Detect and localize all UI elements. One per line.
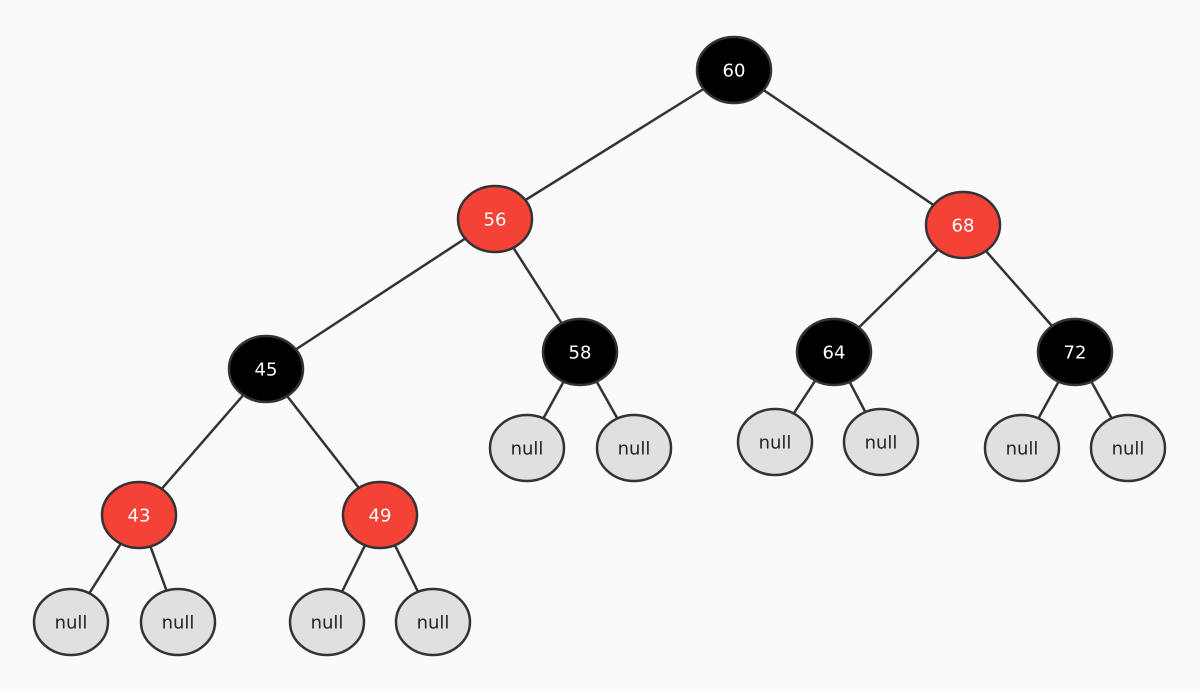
edge-n60-n56 bbox=[494, 68, 735, 221]
node-label: null bbox=[417, 613, 450, 634]
node-circle-null bbox=[488, 413, 566, 483]
node-circle-black bbox=[695, 35, 773, 105]
node-label: 72 bbox=[1064, 343, 1087, 364]
node-label: 49 bbox=[369, 506, 392, 527]
node-circle-null bbox=[736, 407, 814, 477]
node-circle-black bbox=[795, 317, 873, 387]
node-circle-null bbox=[842, 407, 920, 477]
node-circle-black bbox=[1036, 317, 1114, 387]
tree-node-n43: 43 bbox=[100, 480, 178, 550]
node-circle-null bbox=[1089, 413, 1167, 483]
tree-node-null64l: null bbox=[736, 407, 814, 477]
tree-node-n68: 68 bbox=[924, 190, 1002, 260]
node-label: null bbox=[759, 433, 792, 454]
node-circle-red bbox=[456, 184, 534, 254]
node-label: null bbox=[311, 613, 344, 634]
node-label: null bbox=[865, 433, 898, 454]
node-circle-black bbox=[541, 317, 619, 387]
node-label: 45 bbox=[255, 360, 278, 381]
tree-node-null43r: null bbox=[139, 587, 217, 657]
node-circle-null bbox=[595, 413, 673, 483]
node-label: null bbox=[162, 613, 195, 634]
tree-node-null64r: null bbox=[842, 407, 920, 477]
node-circle-red bbox=[100, 480, 178, 550]
tree-node-null58l: null bbox=[488, 413, 566, 483]
tree-node-n72: 72 bbox=[1036, 317, 1114, 387]
node-circle-null bbox=[983, 413, 1061, 483]
node-label: 58 bbox=[569, 343, 592, 364]
node-circle-red bbox=[924, 190, 1002, 260]
node-label: null bbox=[55, 613, 88, 634]
tree-node-n58: 58 bbox=[541, 317, 619, 387]
node-circle-null bbox=[394, 587, 472, 657]
tree-node-n49: 49 bbox=[341, 480, 419, 550]
node-label: 43 bbox=[128, 506, 151, 527]
tree-node-null49r: null bbox=[394, 587, 472, 657]
tree-node-null58r: null bbox=[595, 413, 673, 483]
node-circle-red bbox=[341, 480, 419, 550]
node-label: null bbox=[1006, 439, 1039, 460]
node-label: 60 bbox=[723, 61, 746, 82]
tree-node-null72l: null bbox=[983, 413, 1061, 483]
tree-node-null43l: null bbox=[32, 587, 110, 657]
node-label: 68 bbox=[952, 216, 975, 237]
tree-nodes: 60 56 68 45 58 64 72 43 49 null null null null null nu… bbox=[32, 35, 1167, 657]
node-circle-black bbox=[227, 334, 305, 404]
tree-node-n56: 56 bbox=[456, 184, 534, 254]
tree-node-n45: 45 bbox=[227, 334, 305, 404]
node-circle-null bbox=[288, 587, 366, 657]
node-circle-null bbox=[32, 587, 110, 657]
edge-n56-n45 bbox=[265, 217, 496, 371]
tree-node-n64: 64 bbox=[795, 317, 873, 387]
tree-node-null49l: null bbox=[288, 587, 366, 657]
edge-n60-n68 bbox=[733, 68, 964, 227]
node-label: null bbox=[511, 439, 544, 460]
tree-node-null72r: null bbox=[1089, 413, 1167, 483]
node-label: null bbox=[1112, 439, 1145, 460]
node-circle-null bbox=[139, 587, 217, 657]
node-label: 56 bbox=[484, 210, 507, 231]
node-label: 64 bbox=[823, 343, 846, 364]
tree-node-n60: 60 bbox=[695, 35, 773, 105]
node-label: null bbox=[618, 439, 651, 460]
